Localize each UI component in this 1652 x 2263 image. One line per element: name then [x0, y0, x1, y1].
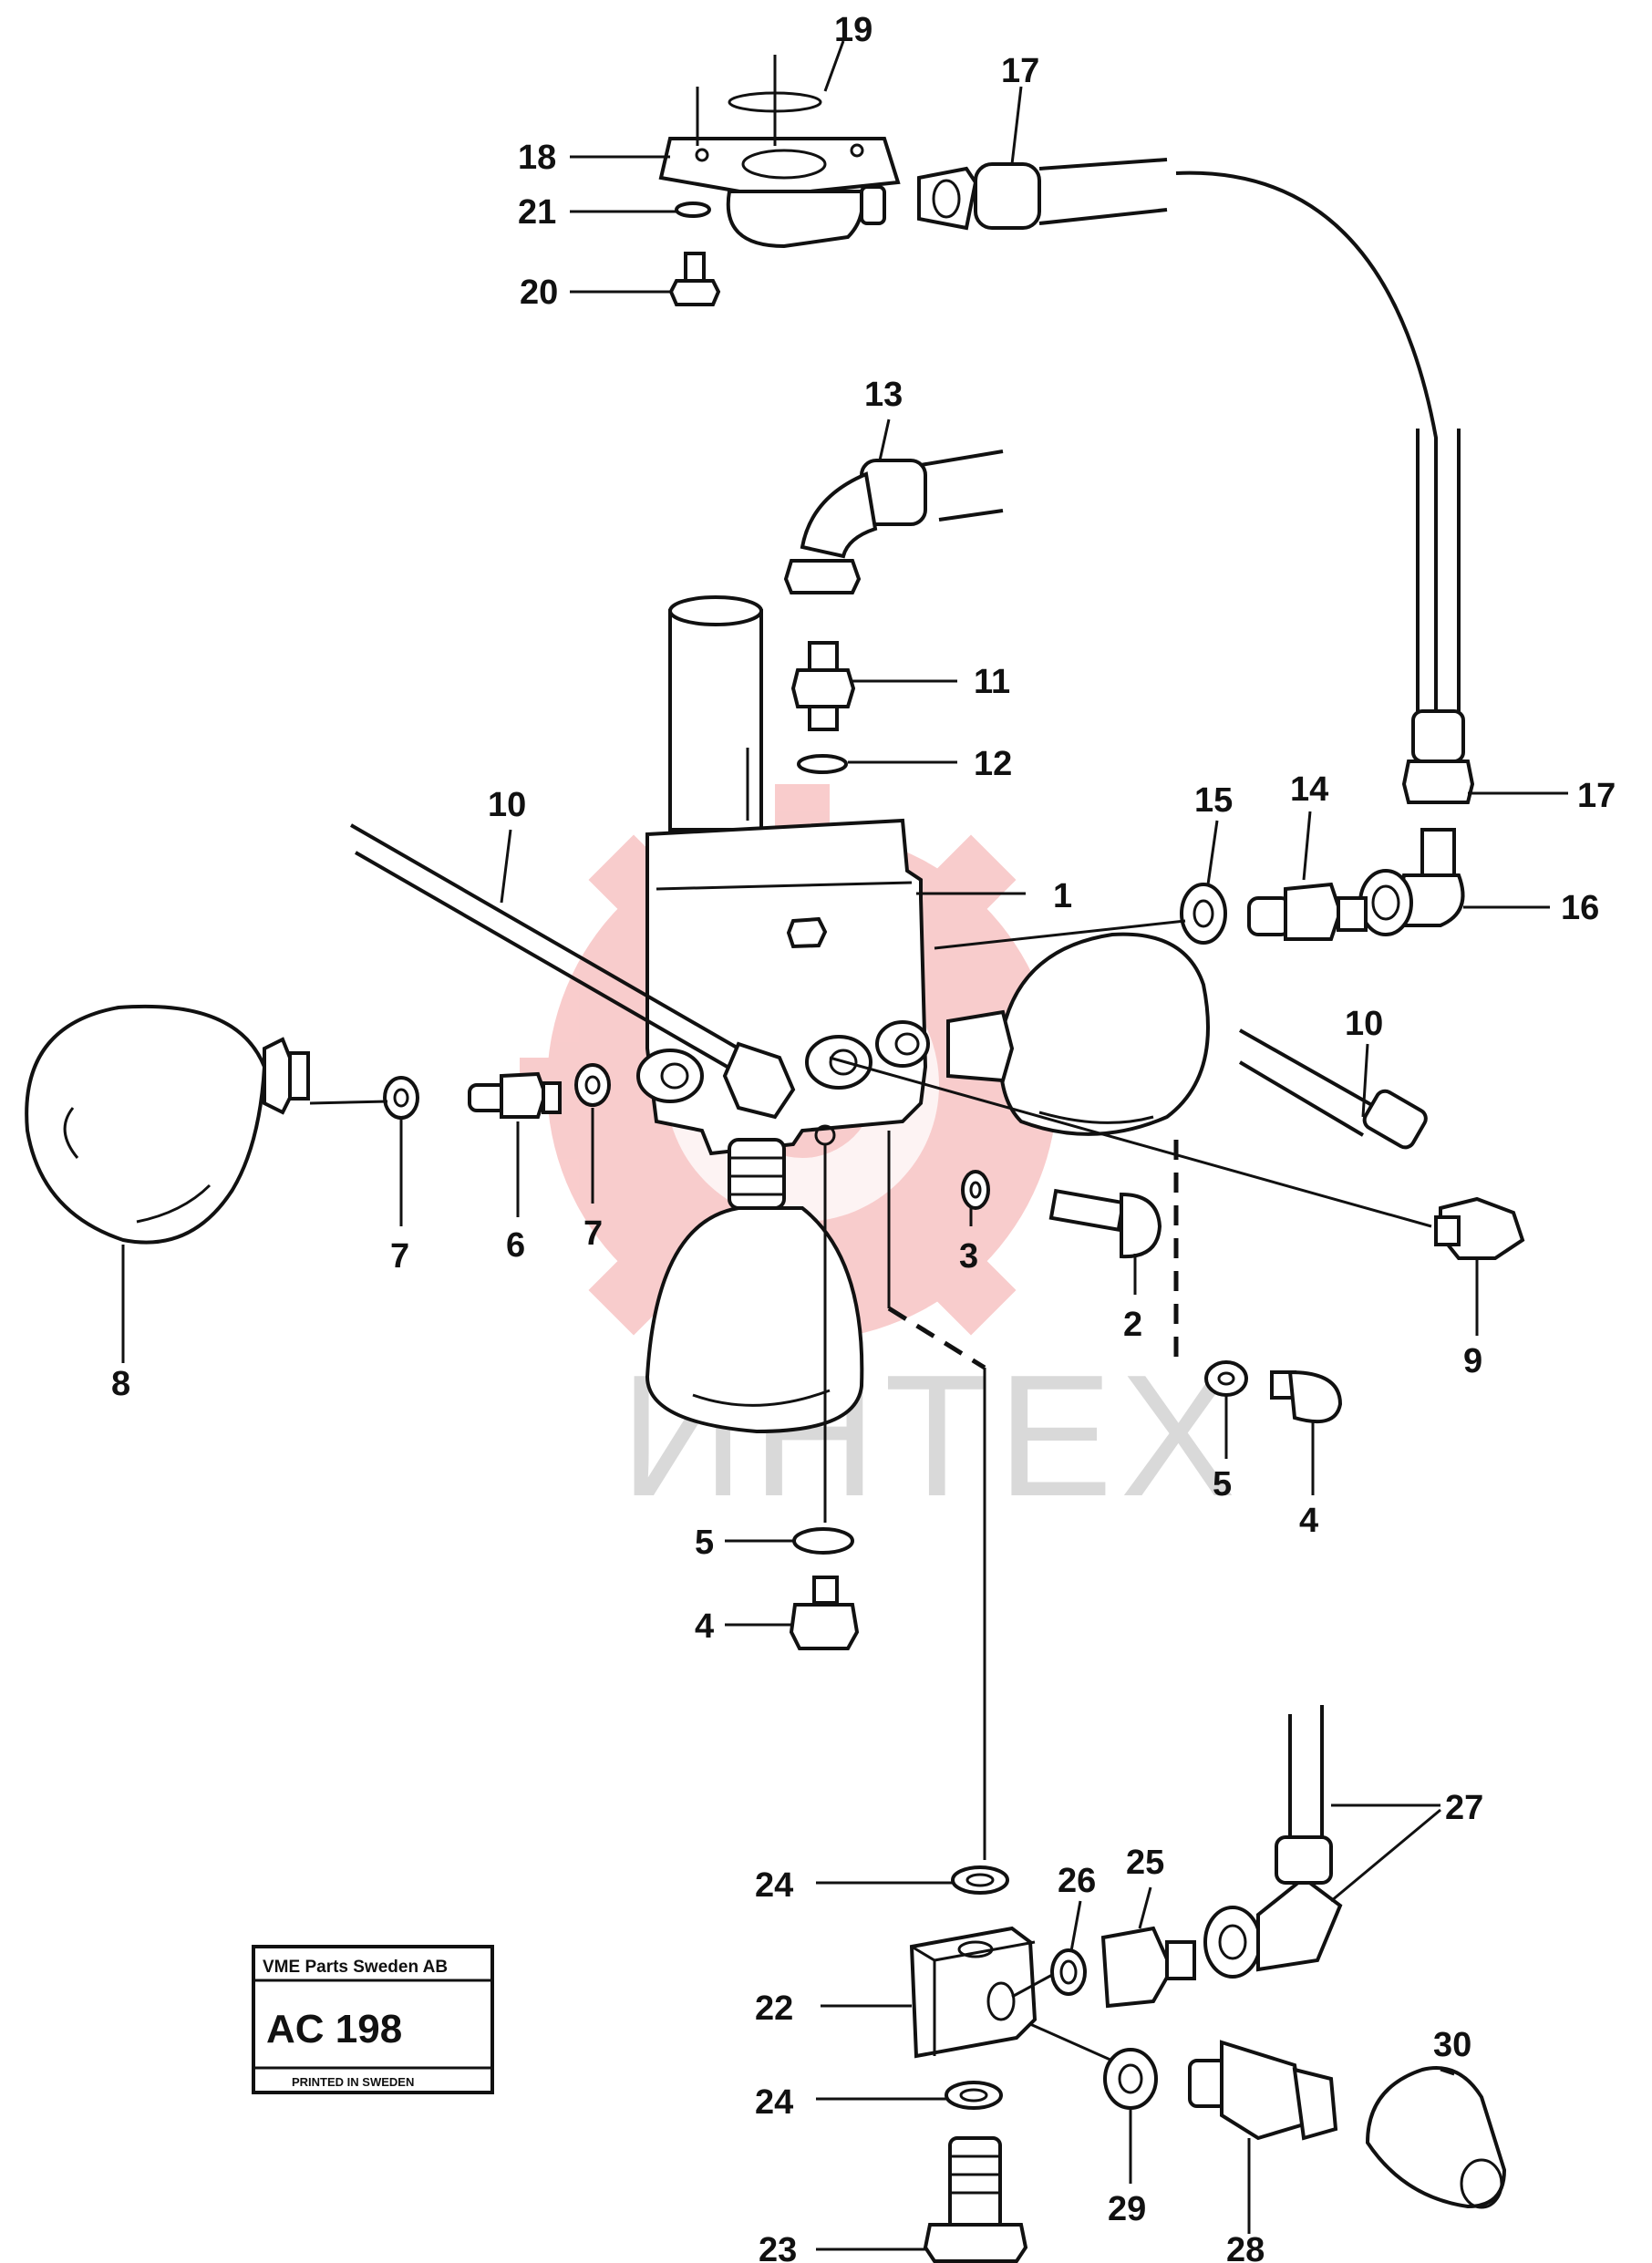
switch-28-29-30 [1029, 2022, 1507, 2209]
callout-5-bottom: 5 [695, 1524, 714, 1562]
callout-6: 6 [506, 1226, 525, 1265]
accumulator-8 [25, 1004, 310, 1245]
washer-12 [797, 754, 848, 774]
stamp-company: VME Parts Sweden AB [263, 1958, 448, 1977]
adapter-14-thread [1337, 896, 1368, 932]
callout-numbers: 19 17 18 21 20 13 11 12 15 14 17 1 16 10… [111, 11, 1616, 2263]
washer-24-top [951, 1865, 1009, 1895]
hose-13 [783, 450, 1004, 594]
plug-4-right [1287, 1369, 1343, 1424]
pipe-10-right [1238, 1028, 1525, 1260]
hose-fitting-lower [1358, 709, 1475, 936]
washer-7-left [383, 1076, 419, 1120]
washer-26 [1050, 1948, 1087, 1996]
callout-27: 27 [1445, 1789, 1483, 1827]
callout-12: 12 [974, 745, 1012, 783]
hose-nut-17-lower [1401, 760, 1475, 804]
callout-30: 30 [1433, 2026, 1471, 2064]
link-to-block [887, 1131, 986, 1860]
callout-11: 11 [974, 663, 1010, 701]
accumulator-bottom [645, 1138, 864, 1434]
callout-3: 3 [959, 1237, 978, 1276]
valve-main-block [645, 818, 928, 1156]
callout-8: 8 [111, 1365, 130, 1403]
nipple-11 [790, 641, 856, 774]
block-22 [909, 1926, 1038, 2059]
hose-17-top [917, 158, 1461, 711]
callout-25: 25 [1126, 1844, 1164, 1882]
bolt-2-washer-3 [961, 1170, 1162, 1259]
banjo-bolt-23 [948, 2136, 1002, 2231]
washer-21 [675, 202, 711, 218]
callout-28: 28 [1226, 2231, 1265, 2263]
adapter-14-15 [1180, 882, 1368, 945]
washer-7-right [574, 1063, 611, 1107]
leader-lines [121, 40, 1568, 2251]
washer-24-bottom [945, 2081, 1003, 2110]
callout-10-left: 10 [488, 786, 526, 824]
parts-stamp: VME Parts Sweden AB AC 198 PRINTED IN SW… [252, 1945, 494, 2094]
washer-29 [1103, 2048, 1158, 2110]
callout-16: 16 [1561, 889, 1599, 927]
callout-24-bottom: 24 [755, 2083, 793, 2122]
block-22-assembly [909, 1865, 1038, 2263]
callout-7-left: 7 [390, 1237, 409, 1276]
callout-23: 23 [759, 2231, 797, 2263]
washer-15 [1180, 883, 1227, 945]
callout-18: 18 [518, 139, 556, 177]
stamp-printed: PRINTED IN SWEDEN [292, 2075, 414, 2089]
banjo-bolt-23-head [923, 2223, 1028, 2263]
callout-17-right: 17 [1577, 777, 1616, 815]
callout-2: 2 [1123, 1306, 1142, 1344]
callout-4-bottom: 4 [695, 1607, 714, 1646]
callout-10-right: 10 [1345, 1005, 1383, 1043]
accumulator-right [946, 932, 1210, 1136]
washer-5-bottom [792, 1527, 854, 1555]
callout-4-right: 4 [1299, 1502, 1318, 1540]
callout-21: 21 [518, 193, 556, 232]
bolt-20-head [668, 279, 721, 306]
callout-22: 22 [755, 1989, 793, 2028]
stamp-code: AC 198 [266, 2007, 402, 2051]
callout-5-right: 5 [1213, 1465, 1232, 1504]
bolt-20-shank [684, 252, 706, 283]
callout-13: 13 [864, 376, 903, 414]
callout-26: 26 [1058, 1862, 1096, 1900]
callout-15: 15 [1194, 781, 1233, 820]
callout-20: 20 [520, 274, 558, 312]
fitting-6-7 [383, 1063, 611, 1120]
callout-19: 19 [834, 11, 872, 49]
washer-3 [961, 1170, 990, 1210]
flange-assembly [658, 55, 901, 306]
valve-body-1 [636, 595, 930, 1156]
pressure-switch-28 [1220, 2040, 1306, 2141]
callout-9: 9 [1463, 1342, 1482, 1380]
plug-4-5-right [1173, 1140, 1343, 1424]
adapter-25 [1100, 1926, 1174, 2009]
hose-13-nut [783, 559, 862, 594]
nut-27 [1203, 1906, 1262, 1979]
elbow-16-nut [1358, 869, 1413, 936]
flange-body [726, 190, 864, 249]
pipe-10 [350, 823, 1432, 1228]
elbow-16-stem [1420, 828, 1456, 877]
callout-24-top: 24 [755, 1866, 793, 1905]
callout-14: 14 [1290, 770, 1328, 809]
callout-1: 1 [1053, 877, 1072, 915]
flange-18 [658, 137, 901, 199]
rubber-cap-30 [1365, 2066, 1507, 2209]
hose-nut-17 [917, 166, 978, 231]
elbow-27 [1256, 1876, 1343, 1972]
callout-7-right: 7 [583, 1214, 603, 1253]
adapter-14-hex [1284, 882, 1343, 941]
hose-13-elbow [800, 471, 878, 559]
fittings-25-26-27 [1011, 1705, 1343, 2009]
plug-4-5-bottom [789, 1144, 860, 1650]
callout-17-top: 17 [1001, 52, 1039, 90]
washer-5-right [1204, 1360, 1248, 1397]
plug-4-bottom [789, 1603, 860, 1650]
callout-29: 29 [1108, 2190, 1146, 2228]
bolt-2 [1120, 1192, 1162, 1259]
